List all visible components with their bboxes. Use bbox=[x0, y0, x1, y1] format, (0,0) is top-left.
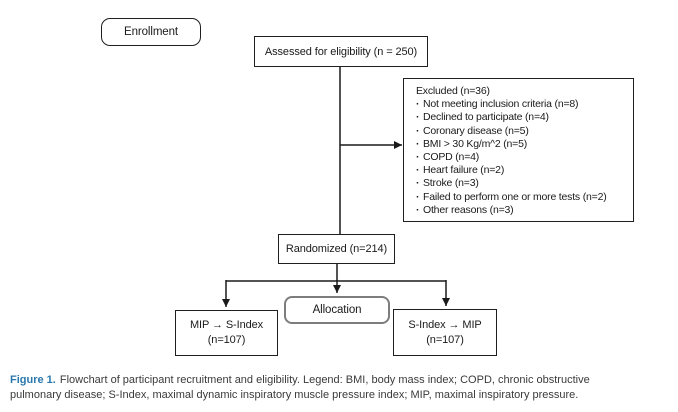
arm-right-n: (n=107) bbox=[426, 333, 464, 346]
enrollment-stage-box: Enrollment bbox=[101, 18, 201, 46]
assessed-label: Assessed for eligibility (n = 250) bbox=[264, 45, 418, 58]
enrollment-label: Enrollment bbox=[124, 26, 178, 38]
excluded-item: Other reasons (n=3) bbox=[416, 204, 607, 217]
assessed-box: Assessed for eligibility (n = 250) bbox=[254, 36, 428, 67]
arm-right-sequence: S-Index → MIP bbox=[408, 318, 482, 331]
randomized-label: Randomized (n=214) bbox=[285, 243, 388, 255]
allocation-stage-box: Allocation bbox=[284, 296, 390, 324]
figure-caption: Figure 1.Flowchart of participant recrui… bbox=[10, 373, 670, 403]
excluded-title: Excluded (n=36) bbox=[416, 85, 490, 97]
caption-text-1: Flowchart of participant recruitment and… bbox=[59, 374, 590, 386]
excluded-item: Failed to perform one or more tests (n=2… bbox=[416, 191, 607, 204]
excluded-item: Not meeting inclusion criteria (n=8) bbox=[416, 98, 607, 111]
excluded-list: Not meeting inclusion criteria (n=8) Dec… bbox=[416, 98, 607, 217]
excluded-item: Stroke (n=3) bbox=[416, 177, 607, 190]
arm-left-sequence: MIP → S-Index bbox=[189, 319, 264, 331]
excluded-box: Excluded (n=36) Not meeting inclusion cr… bbox=[403, 78, 634, 222]
caption-line-1: Figure 1.Flowchart of participant recrui… bbox=[10, 373, 670, 388]
arm-box-mip-sindex: MIP → S-Index (n=107) bbox=[175, 310, 278, 356]
excluded-item: COPD (n=4) bbox=[416, 151, 607, 164]
randomized-box: Randomized (n=214) bbox=[278, 234, 395, 264]
arm-box-sindex-mip: S-Index → MIP (n=107) bbox=[393, 309, 497, 356]
excluded-item: Coronary disease (n=5) bbox=[416, 125, 607, 138]
caption-line-2: pulmonary disease; S-Index, maximal dyna… bbox=[10, 389, 579, 401]
figure-number-label: Figure 1. bbox=[10, 374, 56, 386]
arm-left-n: (n=107) bbox=[207, 334, 246, 346]
allocation-label: Allocation bbox=[312, 304, 362, 316]
excluded-item: Heart failure (n=2) bbox=[416, 164, 607, 177]
excluded-item: BMI > 30 Kg/m^2 (n=5) bbox=[416, 138, 607, 151]
excluded-item: Declined to participate (n=4) bbox=[416, 111, 607, 124]
